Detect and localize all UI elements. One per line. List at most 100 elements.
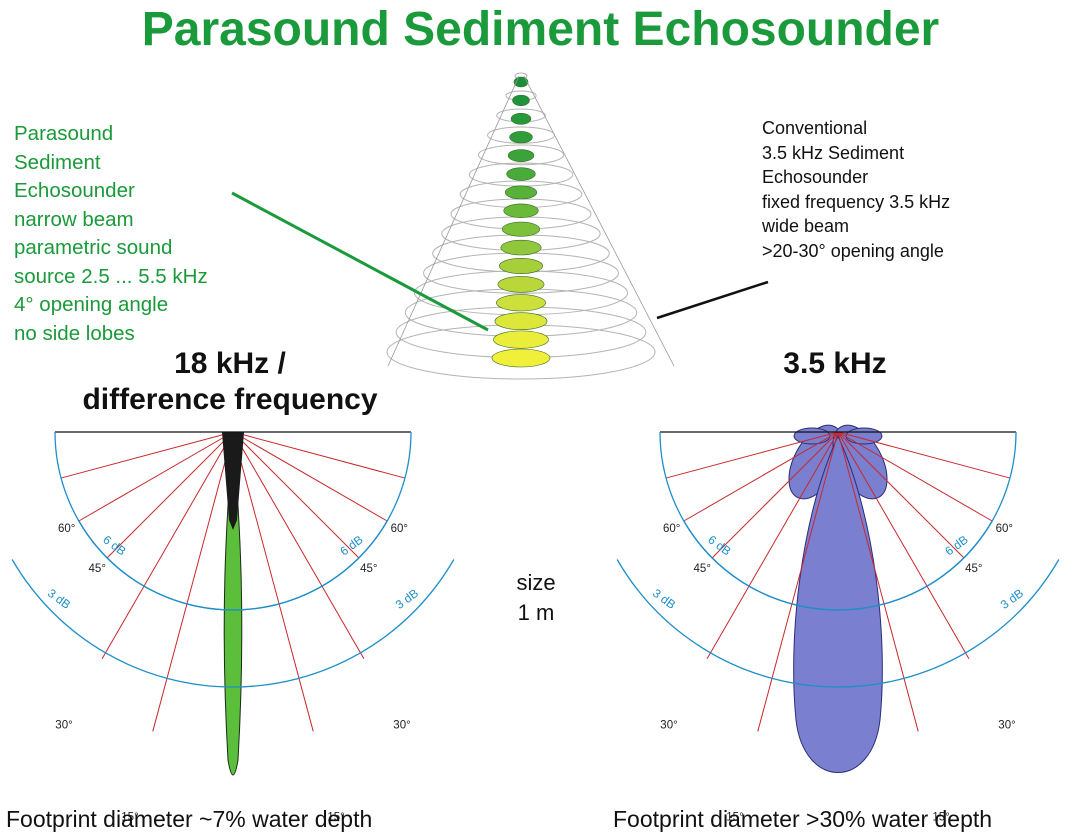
narrow-beam-footprint-caption: Footprint diameter ~7% water depth: [6, 806, 373, 832]
wide-beam-polar-plot: 60°60°45°45°30°30°15°15°6 dB6 dB3 dB3 dB: [616, 424, 1060, 823]
narrow-beam-near-field: [222, 432, 244, 530]
cone-outline: [387, 75, 675, 367]
angle-label: 15°: [327, 811, 344, 823]
narrow-beam-heading: 18 kHz / difference frequency: [40, 346, 420, 418]
wide-beam-description-line: Conventional: [762, 118, 868, 138]
db-rings: [616, 431, 1060, 688]
wide-beam-pointer-line: [656, 280, 769, 320]
wide-beam-ring: [477, 144, 565, 166]
narrow-beam-description-line: source 2.5 ... 5.5 kHz: [14, 264, 208, 288]
angle-label: 45°: [694, 563, 711, 575]
narrow-beam-disc: [501, 221, 541, 237]
narrow-beam-description: Parasound Sediment Echosounder narrow be…: [14, 120, 208, 348]
angle-label: 30°: [55, 720, 72, 732]
narrow-beam-description-line: Sediment: [14, 150, 101, 174]
narrow-beam-disc: [509, 131, 533, 144]
narrow-beam-description-line: no side lobes: [14, 321, 135, 345]
angle-radial-line: [757, 431, 839, 732]
angle-radial-line: [837, 431, 1011, 479]
angle-label: 60°: [996, 523, 1013, 535]
angle-radial-line: [837, 431, 965, 559]
beam-cone-illustration: [386, 72, 675, 380]
page-title: Parasound Sediment Echosounder: [141, 3, 940, 56]
narrow-beam-polar-plot: 60°60°45°45°30°30°15°15°6 dB6 dB3 dB3 dB: [11, 431, 455, 823]
angle-label: 15°: [121, 811, 138, 823]
angle-radial-line: [232, 431, 406, 479]
narrow-beam-pointer-line: [231, 191, 489, 332]
narrow-beam-stack: [491, 76, 551, 368]
angle-label: 45°: [360, 563, 377, 575]
angle-radial-line: [152, 431, 234, 732]
db-ring-3: [11, 559, 455, 688]
angle-label: 60°: [663, 523, 680, 535]
narrow-beam-heading-line: 18 kHz /: [174, 347, 286, 380]
angle-radial-lines: [60, 431, 406, 732]
narrow-beam-disc: [500, 239, 542, 256]
scale-label: size 1 m: [500, 568, 572, 628]
narrow-beam-disc: [499, 258, 543, 274]
narrow-beam-disc: [494, 312, 548, 330]
wide-beam-heading: 3.5 kHz: [783, 347, 887, 380]
angle-label: 45°: [965, 563, 982, 575]
narrow-beam-disc: [510, 112, 532, 125]
angle-label: 30°: [660, 720, 677, 732]
db-rings: [11, 431, 455, 688]
wide-beam-description: Conventional 3.5 kHz Sediment Echosounde…: [762, 116, 950, 263]
angle-label: 60°: [391, 523, 408, 535]
narrow-beam-heading-line: difference frequency: [82, 383, 378, 416]
wide-beam-footprint-caption: Footprint diameter >30% water depth: [613, 806, 993, 832]
wide-beam-description-line: 3.5 kHz Sediment: [762, 142, 905, 163]
narrow-beam-disc: [503, 203, 539, 218]
angle-radial-line: [232, 431, 314, 732]
angle-radial-line: [232, 431, 365, 660]
db-ring-label: 3 dB: [650, 586, 678, 612]
angle-label: 45°: [89, 563, 106, 575]
db-ring-label: 3 dB: [393, 586, 421, 612]
angle-radial-line: [706, 431, 839, 660]
wide-beam-description-line: >20-30° opening angle: [762, 240, 944, 261]
scale-label-line: 1 m: [517, 600, 555, 625]
angle-label: 15°: [726, 811, 743, 823]
narrow-beam-disc: [506, 167, 536, 181]
angle-radial-line: [232, 431, 388, 522]
db-ring-6: [683, 520, 993, 611]
angle-label: 30°: [393, 720, 410, 732]
angle-radial-lines: [665, 431, 1011, 732]
angle-label: 60°: [58, 523, 75, 535]
narrow-beam-disc: [507, 149, 535, 162]
narrow-beam-disc: [512, 94, 530, 106]
db-ring-3: [616, 559, 1060, 688]
narrow-beam-disc: [497, 276, 545, 293]
narrow-beam-disc: [504, 185, 538, 200]
angle-radial-line: [101, 431, 234, 660]
angle-radial-line: [665, 431, 839, 479]
angle-radial-line: [711, 431, 839, 559]
angle-radial-line: [837, 431, 970, 660]
db-ring-label: 3 dB: [45, 586, 73, 612]
narrow-beam-description-line: parametric sound: [14, 236, 173, 259]
scale-label-line: size: [516, 570, 556, 595]
angle-radial-line: [683, 431, 839, 522]
narrow-beam-disc: [491, 348, 551, 368]
angle-radial-line: [232, 431, 360, 559]
angle-radial-line: [837, 431, 993, 522]
angle-radial-line: [60, 431, 234, 479]
narrow-beam-description-line: 4° opening angle: [14, 293, 169, 316]
narrow-beam-description-line: Parasound: [14, 122, 114, 145]
narrow-main-lobe: [223, 435, 243, 776]
narrow-beam-disc: [493, 330, 549, 349]
wide-beam-description-line: wide beam: [762, 216, 850, 236]
angle-label: 15°: [932, 811, 949, 823]
narrow-beam-disc: [496, 294, 546, 312]
wide-beam-description-line: fixed frequency 3.5 kHz: [762, 191, 951, 212]
narrow-beam-description-line: Echosounder: [14, 179, 135, 202]
db-ring-6: [78, 520, 388, 611]
angle-radial-line: [78, 431, 234, 522]
db-ring-label: 3 dB: [998, 586, 1026, 612]
angle-label: 30°: [998, 720, 1015, 732]
wide-beam-description-line: Echosounder: [762, 167, 869, 187]
angle-radial-line: [106, 431, 234, 559]
narrow-beam-description-line: narrow beam: [14, 207, 134, 231]
angle-radial-line: [837, 431, 919, 732]
